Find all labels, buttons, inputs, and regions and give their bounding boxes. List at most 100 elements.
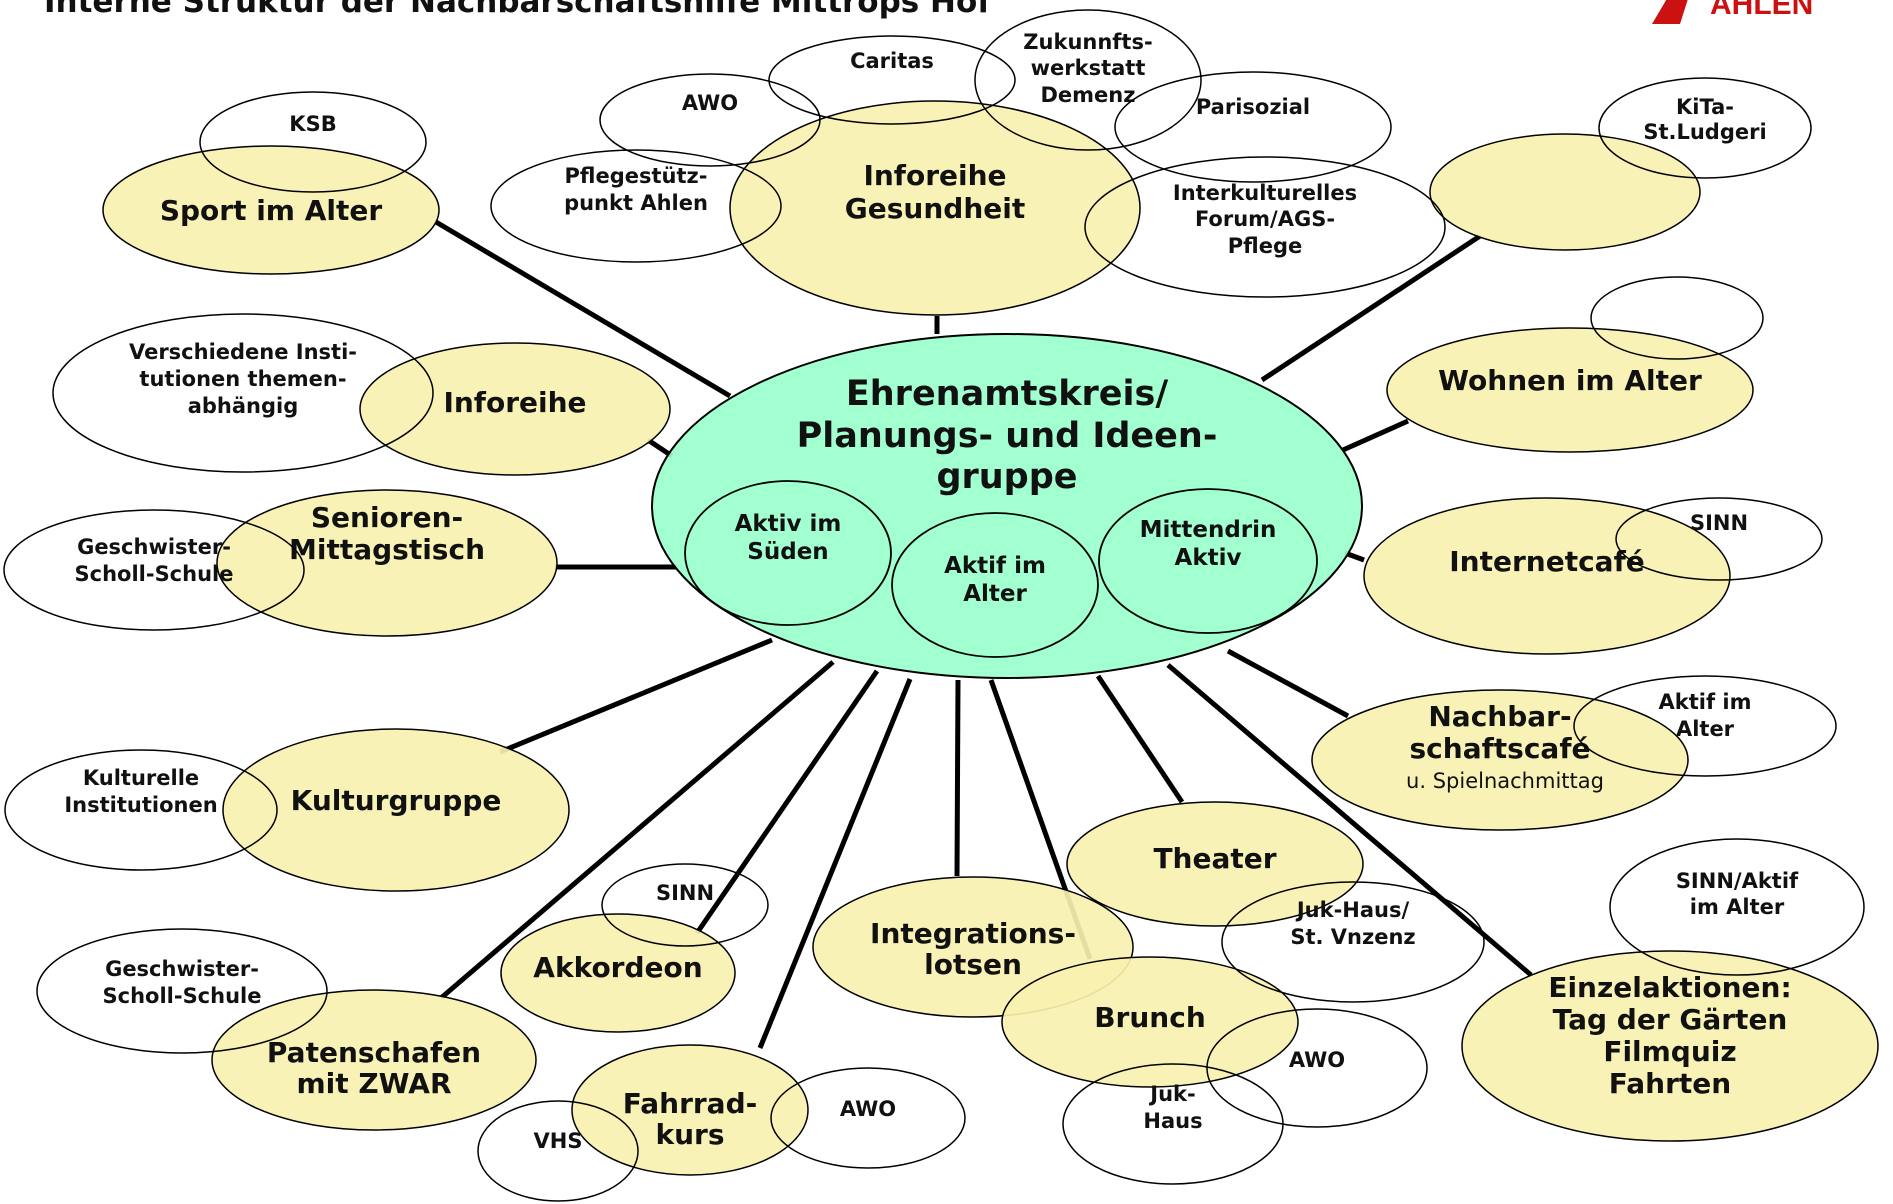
connector-nachbarschaftscafe: [1226, 648, 1350, 719]
partner-label-sinn-internet: SINN: [1690, 511, 1748, 535]
group-label-patenschafen: Patenschafen: [267, 1036, 481, 1069]
group-label-theater: Theater: [1153, 842, 1276, 875]
partner-label-sinn-akkordeon: SINN: [656, 881, 714, 905]
group-fahrradkurs: [571, 1044, 809, 1176]
subgroup-label-aktif-im-alter-center: Aktif im: [944, 553, 1046, 579]
connector-patenschafen: [439, 660, 835, 1000]
group-label-wohnen-im-alter: Wohnen im Alter: [1438, 364, 1702, 397]
partner-label-verschiedene-institutionen: abhängig: [188, 394, 299, 418]
group-brunch: [1001, 956, 1299, 1088]
group-label-inforeihe: Inforeihe: [443, 386, 586, 419]
partner-label-juk-haus: Juk-: [1148, 1082, 1195, 1106]
partner-label-geschwister-scholl-2: Geschwister-: [105, 957, 259, 981]
partner-juk-haus: [1062, 1063, 1284, 1185]
group-sport-im-alter: [102, 145, 440, 275]
connector-sport-im-alter: [434, 219, 732, 399]
group-akkordeon: [500, 913, 736, 1033]
connector-theater: [1095, 674, 1185, 804]
partner-label-kulturelle-institutionen: Kulturelle: [83, 766, 199, 790]
partner-sinn-aktif: [1609, 838, 1865, 976]
subgroup-aktiv-im-sueden: [684, 480, 892, 626]
partner-label-interkulturelles-forum: Forum/AGS-: [1195, 207, 1335, 231]
connector-kulturgruppe: [499, 637, 773, 755]
partner-geschwister-scholl-1: [3, 509, 305, 631]
group-internetcafe: [1363, 497, 1731, 655]
group-label-fahrradkurs: Fahrrad-: [623, 1087, 758, 1120]
group-theater: [1066, 801, 1364, 927]
partner-label-parisozial: Parisozial: [1196, 95, 1310, 119]
partner-label-kita-st-ludgeri: KiTa-: [1676, 95, 1734, 119]
partner-sinn-internet: [1615, 497, 1823, 581]
group-label-inforeihe-gesundheit: Inforeihe: [863, 159, 1006, 192]
logo-mark: [1652, 0, 1688, 24]
partner-verschiedene-institutionen: [52, 313, 434, 473]
group-label-einzelaktionen: Einzelaktionen:: [1548, 971, 1791, 1004]
group-label-patenschafen: mit ZWAR: [296, 1067, 451, 1100]
partner-label-vhs: VHS: [534, 1129, 583, 1153]
center-label: Ehrenamtskreis/: [846, 374, 1168, 414]
center-label: Planungs- und Ideen-: [797, 416, 1218, 456]
partner-label-zukunftswerkstatt: Demenz: [1041, 83, 1136, 107]
partner-label-geschwister-scholl-1: Geschwister-: [77, 535, 231, 559]
partner-label-awo-top: AWO: [682, 91, 738, 115]
group-kulturgruppe: [222, 728, 570, 892]
group-label-kulturgruppe: Kulturgruppe: [291, 784, 502, 817]
partner-wohnen-partner: [1590, 276, 1764, 360]
partner-label-sinn-aktif: SINN/Aktif: [1676, 869, 1799, 893]
partner-pflegestuetzpunkt: [490, 149, 782, 263]
group-sublabel-nachbarschaftscafe: u. Spielnachmittag: [1406, 769, 1604, 793]
partner-juk-haus-st-vinzenz: [1221, 881, 1485, 1003]
group-label-inforeihe-gesundheit: Gesundheit: [845, 192, 1025, 225]
group-inforeihe: [359, 342, 671, 476]
partner-kita-st-ludgeri: [1598, 77, 1812, 179]
partner-awo-top: [599, 73, 821, 167]
subgroup-label-aktiv-im-sueden: Süden: [747, 539, 828, 565]
group-label-sport-im-alter: Sport im Alter: [160, 194, 383, 227]
partner-label-juk-haus-st-vinzenz: St. Vnzenz: [1290, 925, 1415, 949]
partner-label-juk-haus-st-vinzenz: Juk-Haus/: [1295, 898, 1410, 922]
partner-label-zukunftswerkstatt: Zukunnfts-: [1023, 30, 1152, 54]
partner-label-verschiedene-institutionen: tutionen themen-: [139, 367, 346, 391]
group-label-senioren-mittagstisch: Mittagstisch: [289, 533, 485, 566]
subgroup-label-aktiv-im-sueden: Aktiv im: [735, 511, 842, 537]
connector-integrationslotsen: [954, 679, 961, 877]
subgroup-label-mittendrin-aktiv: Aktiv: [1175, 545, 1242, 571]
group-label-fahrradkurs: kurs: [655, 1118, 724, 1151]
group-label-brunch: Brunch: [1094, 1001, 1206, 1034]
partner-label-verschiedene-institutionen: Verschiedene Insti-: [129, 340, 357, 364]
partner-label-pflegestuetzpunkt: punkt Ahlen: [564, 191, 708, 215]
partner-sinn-akkordeon: [601, 863, 769, 947]
subgroup-label-mittendrin-aktiv: Mittendrin: [1140, 517, 1277, 543]
partner-label-awo-fahrrad: AWO: [840, 1097, 896, 1121]
ahlen-logo: AHLEN: [1652, 0, 1813, 24]
group-label-nachbarschaftscafe: schaftscafé: [1410, 732, 1591, 765]
group-label-integrationslotsen: Integrations-: [870, 917, 1076, 950]
group-label-einzelaktionen: Fahrten: [1609, 1067, 1731, 1100]
partner-label-juk-haus: Haus: [1143, 1109, 1202, 1133]
partner-label-aktif-im-alter-partner: Aktif im: [1659, 690, 1752, 714]
partner-label-geschwister-scholl-1: Scholl-Schule: [75, 562, 234, 586]
partner-label-interkulturelles-forum: Interkulturelles: [1173, 181, 1357, 205]
connector-einzelaktionen: [1166, 663, 1533, 977]
group-kita-group: [1429, 133, 1701, 251]
partner-awo-fahrrad: [770, 1067, 966, 1169]
center-ellipse: [651, 333, 1363, 679]
partner-kulturelle-institutionen: [4, 749, 278, 871]
connector-wohnen-im-alter: [1341, 418, 1410, 453]
partner-label-geschwister-scholl-2: Scholl-Schule: [103, 984, 262, 1008]
partner-label-kulturelle-institutionen: Institutionen: [64, 793, 217, 817]
partner-zukunftswerkstatt: [974, 9, 1202, 151]
partner-label-pflegestuetzpunkt: Pflegestütz-: [565, 164, 708, 188]
partner-label-interkulturelles-forum: Pflege: [1228, 234, 1302, 258]
subgroup-mittendrin-aktiv: [1098, 488, 1318, 634]
partner-caritas: [768, 35, 1016, 125]
partner-label-awo-brunch: AWO: [1289, 1048, 1345, 1072]
group-label-senioren-mittagstisch: Senioren-: [311, 501, 463, 534]
partner-ksb: [199, 91, 427, 193]
partner-aktif-im-alter-partner: [1573, 675, 1837, 777]
group-nachbarschaftscafe: [1311, 689, 1689, 831]
logo-text: AHLEN: [1710, 0, 1813, 21]
